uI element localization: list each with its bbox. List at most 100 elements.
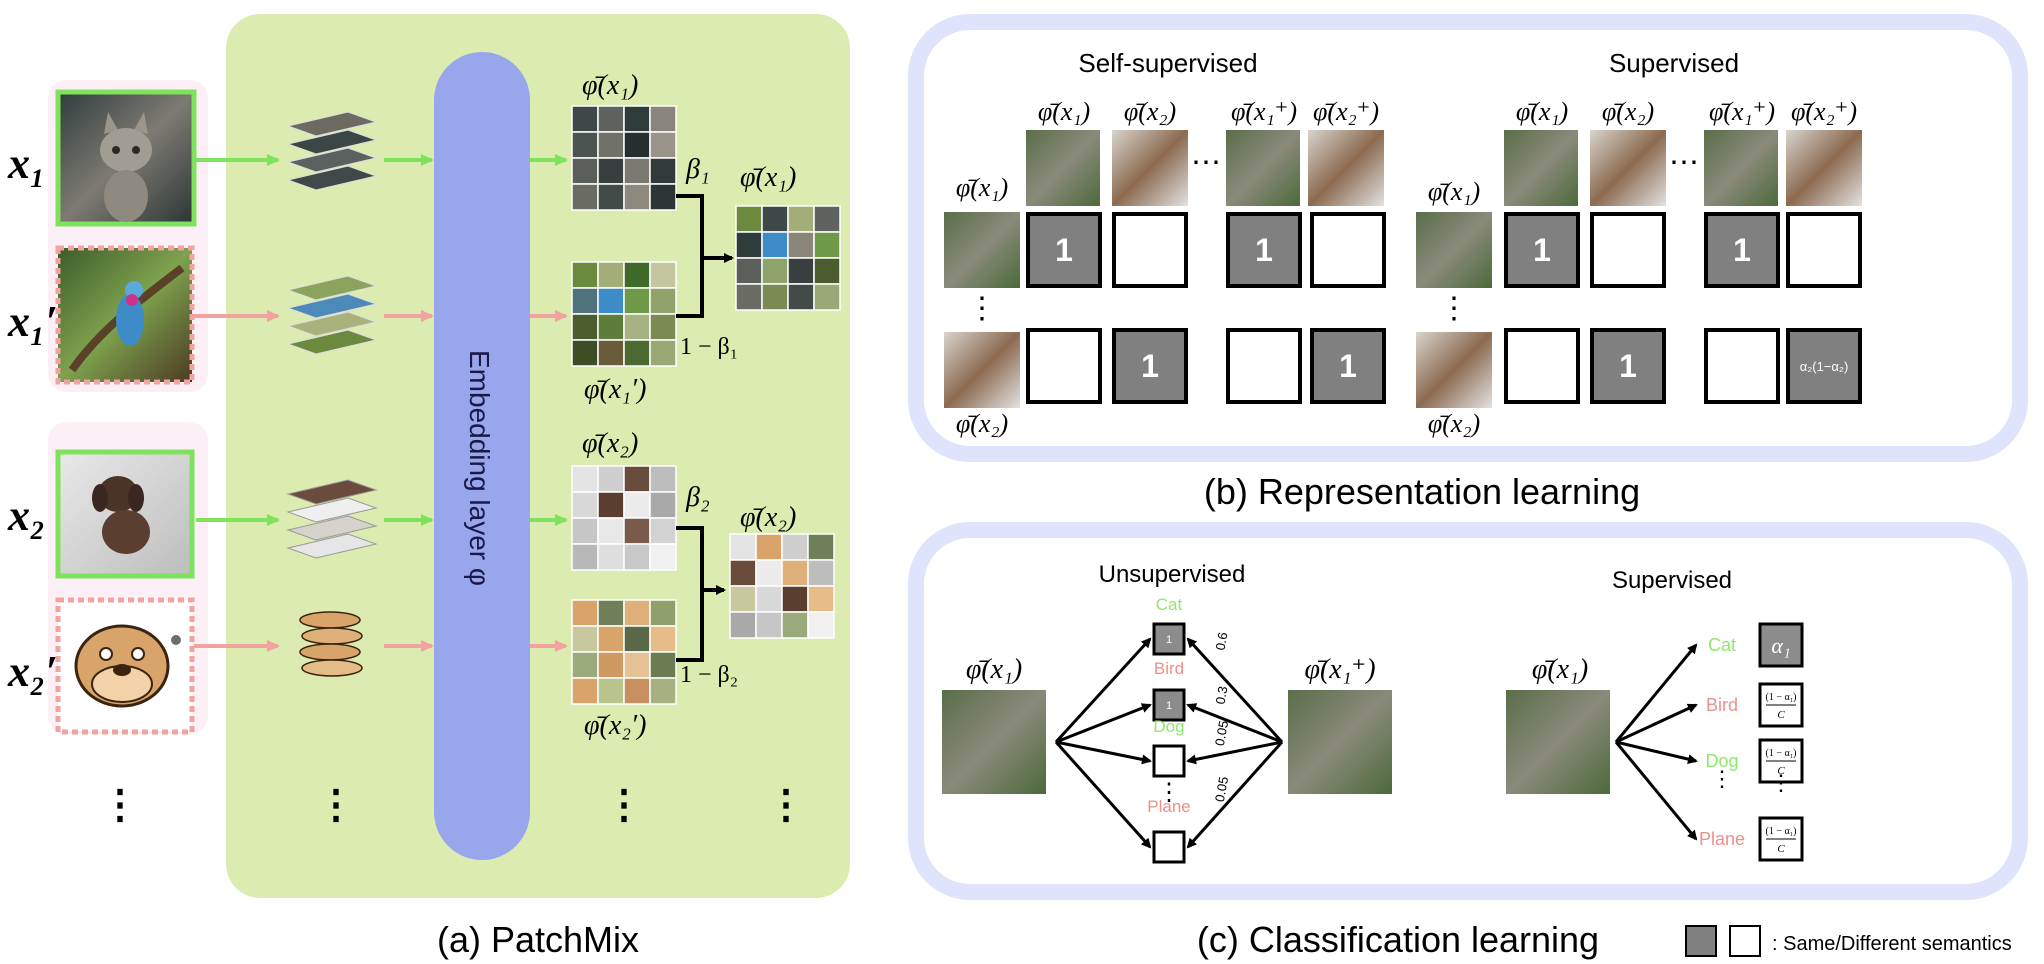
row-label-s-2: φ̄(x₂) [1428, 409, 1480, 438]
dots-h-s: ⋯ [1669, 146, 1699, 179]
patch-cell [597, 339, 625, 367]
patch-cell [571, 261, 599, 289]
patch-cell [623, 287, 651, 315]
patch-cell [755, 559, 783, 587]
patch-cell [571, 287, 599, 315]
patch-cell [597, 517, 625, 545]
panel-b-caption: (b) Representation learning [1204, 471, 1640, 512]
input-label-x1-prime: x₁′ [7, 297, 58, 346]
beta2-label: β₂ [685, 482, 710, 513]
matrix-cell-different [1112, 212, 1188, 288]
sup-dots-boxes: ⋮ [1770, 770, 1792, 795]
patch-cell [787, 283, 815, 311]
patch-grid-phi-x1 [571, 105, 677, 211]
patch-cell [571, 339, 599, 367]
cat-image [55, 89, 197, 227]
matrix-cell-same [1590, 328, 1666, 404]
ellipsis-grids: ⋮ [604, 782, 644, 827]
sup-frac-denominator: C [1777, 843, 1785, 855]
matrix-cell-same [1226, 212, 1302, 288]
patch-cell [597, 465, 625, 493]
one-minus-beta1-label: 1 − β₁ [680, 334, 738, 360]
unsup-right-image [1288, 690, 1392, 794]
embedding-layer-label: Embedding layer φ [464, 350, 495, 586]
patch-cell [729, 585, 757, 613]
patchmix-background [226, 14, 850, 898]
patch-grid-mixed-1 [735, 205, 841, 311]
unsup-class-box [1152, 622, 1186, 656]
matrix-cell-value: 1 [1733, 232, 1751, 268]
patch-cell [787, 231, 815, 259]
thumb-s-x1 [1504, 130, 1578, 206]
patch-cell [623, 339, 651, 367]
unsup-weight-label: 0.6 [1213, 631, 1231, 651]
matrix-cell-same [1786, 328, 1862, 404]
patch-cell [649, 261, 677, 289]
input-label-x2: x₂ [7, 491, 45, 540]
patch-stack-x1-prime [286, 275, 378, 355]
patch-cell [649, 543, 677, 571]
panel-a-caption: (a) PatchMix [437, 919, 639, 960]
patch-cell [761, 205, 789, 233]
self-supervised-title: Self-supervised [1078, 48, 1257, 78]
matrix-cell-same [1112, 328, 1188, 404]
phi-x2-prime-label-a: φ̄(x₂′) [584, 710, 646, 741]
patch-cell [781, 559, 809, 587]
patch-cell [735, 257, 763, 285]
patch-cell [761, 257, 789, 285]
bulldog-cartoon-image [55, 597, 195, 735]
sup-arrow [1615, 740, 1698, 765]
sup-arrow [1615, 703, 1698, 744]
patch-cell [623, 105, 651, 133]
matrix-cell-different [1704, 328, 1780, 404]
patch-cell [781, 533, 809, 561]
unsup-class-label: Plane [1147, 797, 1190, 816]
patch-cell [597, 287, 625, 315]
matrix-cell-value: α₂(1−α₂) [1800, 359, 1849, 374]
patch-cell [571, 651, 599, 679]
unsup-right-arrow [1186, 703, 1283, 744]
patch-cell [761, 231, 789, 259]
unsup-left-arrow [1054, 740, 1152, 849]
patch-cell [623, 599, 651, 627]
matrix-cell-same [1504, 212, 1580, 288]
ellipsis-mixed: ⋮ [766, 782, 806, 827]
col-label-s-3: φ̄(x₁⁺) [1709, 97, 1775, 126]
patch-cell [623, 677, 651, 705]
sup-frac-numerator: (1 − α₁) [1765, 748, 1796, 759]
col-label-s-1: φ̄(x₁) [1516, 97, 1568, 126]
dots-h-ss: ⋯ [1191, 146, 1221, 179]
matrix-cell-different [1590, 212, 1666, 288]
unsup-class-box [1152, 688, 1186, 722]
one-minus-beta2-label: 1 − β₂ [680, 662, 738, 688]
patch-cell [649, 517, 677, 545]
legend-text: : Same/Different semantics [1772, 933, 2012, 955]
patch-cell [735, 231, 763, 259]
matrix-cell-different [1786, 212, 1862, 288]
patch-cell [623, 313, 651, 341]
patch-cell [571, 543, 599, 571]
phi-x1-mix-label: φ̄(x₁) [740, 162, 796, 193]
matrix-cell-value: 1 [1055, 232, 1073, 268]
row-label-ss-2: φ̄(x₂) [956, 409, 1008, 438]
col-label-s-4: φ̄(x₂⁺) [1791, 97, 1857, 126]
matrix-cell-different [1504, 328, 1580, 404]
unsup-right-arrow [1186, 637, 1284, 744]
matrix-cell-same [1310, 328, 1386, 404]
patch-cell [813, 231, 841, 259]
patch-cell [649, 465, 677, 493]
patch-cell [729, 533, 757, 561]
patch-cell [755, 611, 783, 639]
legend-same-swatch [1685, 925, 1717, 957]
dots-v-s: ⋮ [1439, 292, 1469, 325]
patch-cell [649, 313, 677, 341]
supervised-title-b: Supervised [1609, 48, 1739, 78]
patch-cell [597, 651, 625, 679]
ellipsis-inputs: ⋮ [100, 782, 140, 827]
unsup-left-label: φ̄(x₁) [966, 654, 1022, 685]
col-label-ss-3: φ̄(x₁⁺) [1231, 97, 1297, 126]
unsupervised-title: Unsupervised [1099, 561, 1246, 588]
patch-cell [649, 105, 677, 133]
